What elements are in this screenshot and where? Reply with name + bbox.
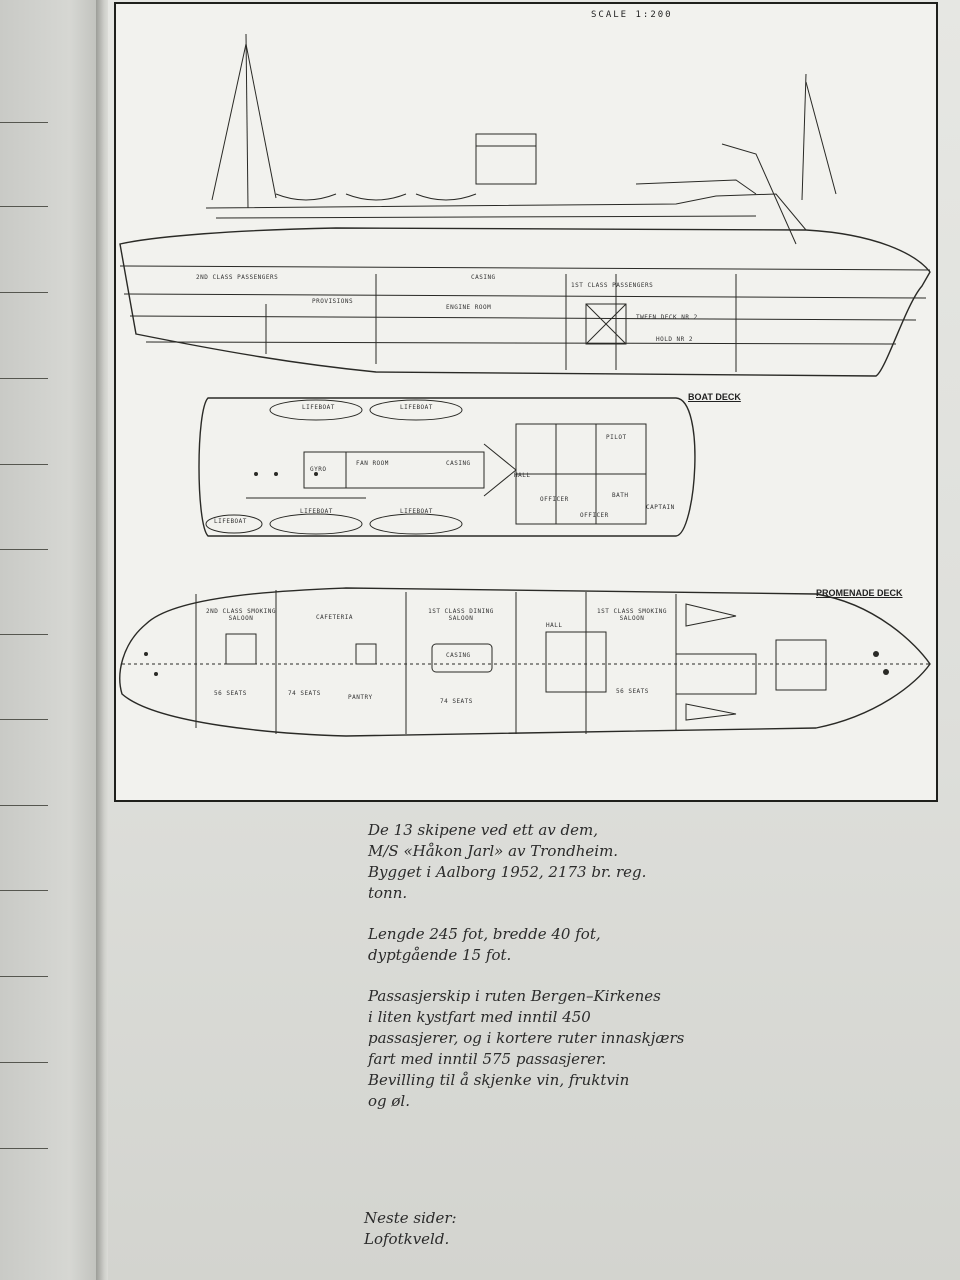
profile-label: ENGINE ROOM bbox=[446, 304, 492, 311]
left-page-rule bbox=[0, 122, 48, 123]
ship-plan-plate: SCALE 1:200 2ND CLASS PASSENGERS CASING … bbox=[114, 2, 938, 802]
profile-label: PROVISIONS bbox=[312, 298, 354, 305]
caption-line: dyptgående 15 fot. bbox=[368, 946, 512, 964]
boat-deck-label-item: LIFEBOAT bbox=[400, 508, 433, 515]
profile-label: CASING bbox=[471, 274, 496, 281]
boat-deck-label-item: CASING bbox=[446, 460, 471, 467]
caption-line: Bevilling til å skjenke vin, fruktvin bbox=[368, 1071, 630, 1089]
caption-line: M/S «Håkon Jarl» av Trondheim. bbox=[368, 842, 619, 860]
boat-deck-label-item: LIFEBOAT bbox=[302, 404, 335, 411]
promenade-label-item: CAFETERIA bbox=[316, 614, 354, 621]
profile-label: 2ND CLASS PASSENGERS bbox=[196, 274, 279, 281]
left-page-rule bbox=[0, 292, 48, 293]
caption-paragraph: Passasjerskip i ruten Bergen–Kirkenes i … bbox=[368, 986, 708, 1112]
boat-deck-label-item: BATH bbox=[612, 492, 629, 499]
boat-deck-label: BOAT DECK bbox=[688, 392, 741, 402]
caption-paragraph: De 13 skipene ved ett av dem, M/S «Håkon… bbox=[368, 820, 708, 904]
left-page-rule bbox=[0, 549, 48, 550]
ship-plan-drawing bbox=[119, 33, 931, 737]
promenade-label-item: 1ST CLASS SMOKING SALOON bbox=[597, 608, 667, 622]
caption-line: og øl. bbox=[368, 1092, 410, 1110]
promenade-label-item: CASING bbox=[446, 652, 471, 659]
caption-line: Passasjerskip i ruten Bergen–Kirkenes bbox=[368, 987, 661, 1005]
book-gutter bbox=[96, 0, 110, 1280]
boat-deck-label-item: OFFICER bbox=[540, 496, 569, 503]
profile-label: TWEEN DECK NR 2 bbox=[636, 314, 698, 321]
profile-label: 1ST CLASS PASSENGERS bbox=[571, 282, 654, 289]
promenade-label-item: 74 SEATS bbox=[288, 690, 321, 697]
boat-deck-label-item: GYRO bbox=[310, 466, 327, 473]
boat-deck-label-item: OFFICER bbox=[580, 512, 609, 519]
caption-line: fart med inntil 575 passasjerer. bbox=[368, 1050, 607, 1068]
boat-deck-label-item: CAPTAIN bbox=[646, 504, 675, 511]
scale-label: SCALE 1:200 bbox=[591, 10, 673, 20]
left-page-rule bbox=[0, 1148, 48, 1149]
caption-line: tonn. bbox=[368, 884, 408, 902]
next-pages-line: Neste sider: bbox=[364, 1209, 457, 1227]
promenade-label-item: 56 SEATS bbox=[214, 690, 247, 697]
left-page-rule bbox=[0, 976, 48, 977]
boat-deck-label-item: PILOT bbox=[606, 434, 627, 441]
left-page-rule bbox=[0, 805, 48, 806]
caption-paragraph: Lengde 245 fot, bredde 40 fot, dyptgåend… bbox=[368, 924, 708, 966]
boat-deck-label-item: FAN ROOM bbox=[356, 460, 389, 467]
promenade-label-item: 74 SEATS bbox=[440, 698, 473, 705]
boat-deck-label-item: LIFEBOAT bbox=[300, 508, 333, 515]
next-pages-line: Lofotkveld. bbox=[364, 1230, 450, 1248]
boat-deck-label-item: HALL bbox=[514, 472, 531, 479]
boat-deck-label-item: LIFEBOAT bbox=[400, 404, 433, 411]
caption-line: Lengde 245 fot, bredde 40 fot, bbox=[368, 925, 601, 943]
left-page-rule bbox=[0, 719, 48, 720]
caption: De 13 skipene ved ett av dem, M/S «Håkon… bbox=[368, 820, 708, 1132]
caption-line: i liten kystfart med inntil 450 bbox=[368, 1008, 591, 1026]
left-page-rule bbox=[0, 1062, 48, 1063]
promenade-label-item: HALL bbox=[546, 622, 563, 629]
promenade-label-item: 56 SEATS bbox=[616, 688, 649, 695]
promenade-label-item: PANTRY bbox=[348, 694, 373, 701]
caption-line: De 13 skipene ved ett av dem, bbox=[368, 821, 598, 839]
left-page-rule bbox=[0, 378, 48, 379]
promenade-label-item: 2ND CLASS SMOKING SALOON bbox=[206, 608, 276, 622]
left-page-rule bbox=[0, 890, 48, 891]
left-page-rule bbox=[0, 464, 48, 465]
caption-line: Bygget i Aalborg 1952, 2173 br. reg. bbox=[368, 863, 647, 881]
profile-label: HOLD NR 2 bbox=[656, 336, 694, 343]
next-pages-note: Neste sider: Lofotkveld. bbox=[364, 1208, 564, 1250]
left-page bbox=[0, 0, 100, 1280]
boat-deck-label-item: LIFEBOAT bbox=[214, 518, 247, 525]
caption-line: passasjerer, og i kortere ruter innaskjæ… bbox=[368, 1029, 685, 1047]
promenade-deck-label: PROMENADE DECK bbox=[816, 588, 903, 598]
promenade-label-item: 1ST CLASS DINING SALOON bbox=[428, 608, 494, 622]
left-page-rule bbox=[0, 634, 48, 635]
left-page-rule bbox=[0, 206, 48, 207]
